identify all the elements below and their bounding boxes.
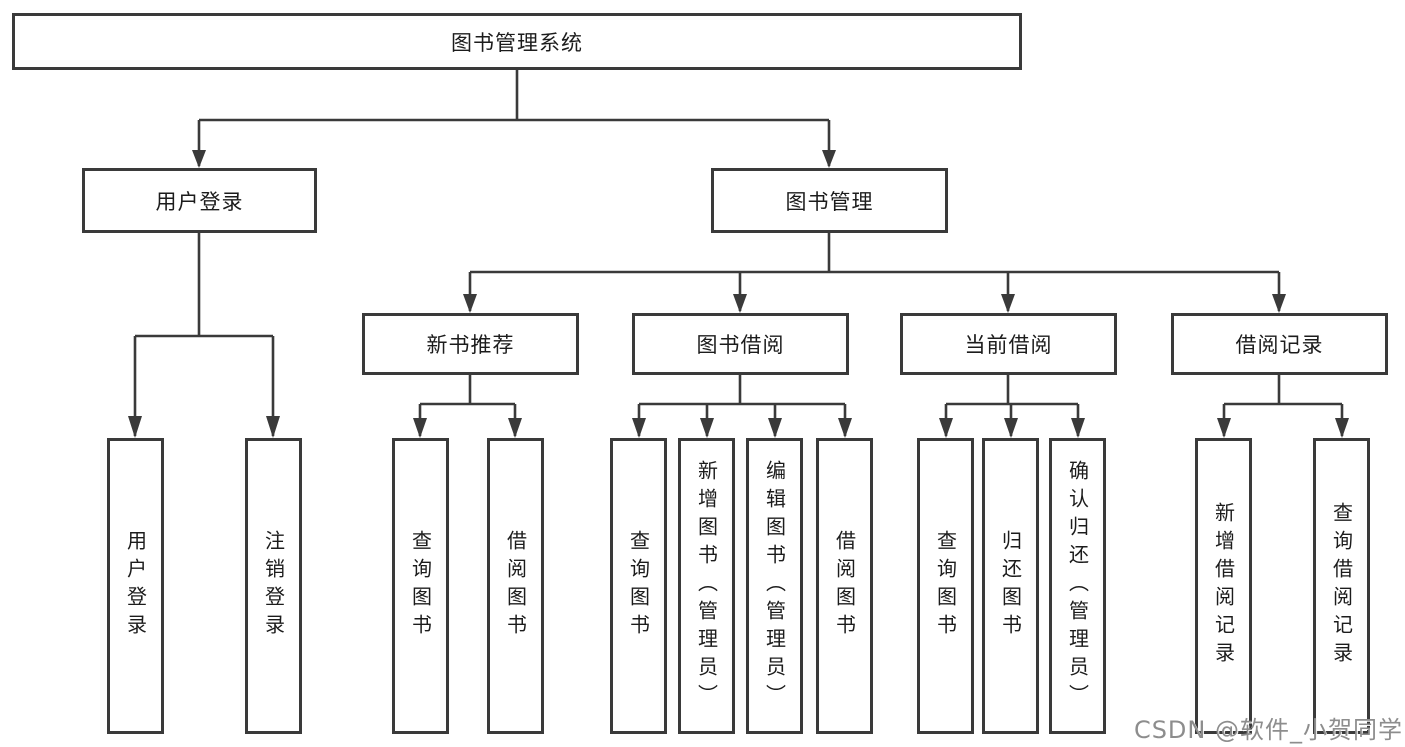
node-current-borrowing: 当前借阅 [900, 313, 1117, 375]
node-borrowing-records: 借阅记录 [1171, 313, 1388, 375]
leaf-borrow-books-label: 借阅图书 [832, 530, 857, 642]
leaf-borrow-books-recommend-label: 借阅图书 [503, 530, 528, 642]
node-borrowing-records-label: 借阅记录 [1235, 333, 1324, 357]
node-book-management: 图书管理 [711, 168, 948, 233]
leaf-return-books: 归还图书 [982, 438, 1039, 734]
leaf-query-books-borrowing-label: 查询图书 [626, 530, 651, 642]
arrowheads [128, 150, 1349, 438]
node-current-borrowing-label: 当前借阅 [964, 333, 1053, 357]
node-book-management-label: 图书管理 [785, 189, 874, 214]
leaf-query-books-current: 查询图书 [917, 438, 974, 734]
leaf-add-borrow-record-label: 新增借阅记录 [1211, 502, 1236, 670]
leaf-query-borrow-record-label: 查询借阅记录 [1329, 502, 1354, 670]
leaf-return-books-label: 归还图书 [998, 530, 1023, 642]
leaf-borrow-books: 借阅图书 [816, 438, 873, 734]
node-library-system: 图书管理系统 [12, 13, 1022, 70]
csdn-watermark: CSDN @软件_小贺同学 [1133, 716, 1403, 744]
leaf-query-books-borrowing: 查询图书 [610, 438, 667, 734]
leaf-query-books-current-label: 查询图书 [933, 530, 958, 642]
leaf-logout-label: 注销登录 [261, 530, 286, 642]
node-new-book-recommend: 新书推荐 [362, 313, 579, 375]
leaf-borrow-books-recommend: 借阅图书 [487, 438, 544, 734]
leaf-query-books-recommend-label: 查询图书 [408, 530, 433, 642]
leaf-logout: 注销登录 [245, 438, 302, 734]
leaf-edit-book-admin: 编辑图书（管理员） [746, 438, 803, 734]
node-book-borrowing-label: 图书借阅 [696, 333, 785, 357]
node-library-system-label: 图书管理系统 [451, 30, 583, 55]
leaf-confirm-return-admin: 确认归还（管理员） [1049, 438, 1106, 734]
node-user-login: 用户登录 [82, 168, 317, 233]
node-book-borrowing: 图书借阅 [632, 313, 849, 375]
leaf-query-borrow-record: 查询借阅记录 [1313, 438, 1370, 734]
connector-lines [133, 70, 1344, 436]
leaf-edit-book-admin-label: 编辑图书（管理员） [762, 460, 787, 712]
node-user-login-label: 用户登录 [155, 189, 244, 214]
leaf-confirm-return-admin-label: 确认归还（管理员） [1065, 460, 1090, 712]
leaf-add-borrow-record: 新增借阅记录 [1195, 438, 1252, 734]
leaf-user-login-label: 用户登录 [123, 530, 148, 642]
leaf-query-books-recommend: 查询图书 [392, 438, 449, 734]
leaf-user-login: 用户登录 [107, 438, 164, 734]
leaf-add-book-admin: 新增图书（管理员） [678, 438, 735, 734]
leaf-add-book-admin-label: 新增图书（管理员） [694, 460, 719, 712]
node-new-book-recommend-label: 新书推荐 [426, 333, 515, 357]
